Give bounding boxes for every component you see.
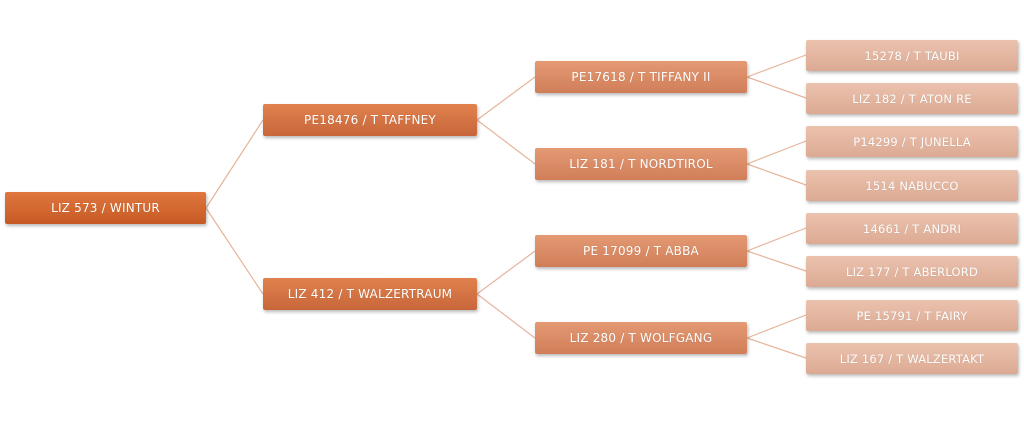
connector-line xyxy=(746,314,807,339)
great-grandparent-node: LIZ 167 / T WALZERTAKT xyxy=(806,343,1018,374)
grandparent-node: LIZ 280 / T WOLFGANG xyxy=(535,322,747,354)
great-grandparent-node: LIZ 182 / T ATON RE xyxy=(806,83,1018,114)
connector-line xyxy=(746,227,807,252)
grandparent-node: PE 17099 / T ABBA xyxy=(535,235,747,267)
connector-line xyxy=(746,54,807,78)
great-grandparent-node: PE 15791 / T FAIRY xyxy=(806,300,1018,331)
great-grandparent-node: 1514 NABUCCO xyxy=(806,170,1018,201)
parent-node: PE18476 / T TAFFNEY xyxy=(263,104,477,136)
connector-line xyxy=(476,293,536,339)
connector-line xyxy=(746,163,807,186)
great-grandparent-node: 15278 / T TAUBI xyxy=(806,40,1018,71)
connector-line xyxy=(746,140,807,165)
great-grandparent-node: LIZ 177 / T ABERLORD xyxy=(806,256,1018,287)
great-grandparent-node: P14299 / T JUNELLA xyxy=(806,126,1018,157)
grandparent-node: LIZ 181 / T NORDTIROL xyxy=(535,148,747,180)
connector-line xyxy=(476,250,536,295)
great-grandparent-node: 14661 / T ANDRI xyxy=(806,213,1018,244)
root-node: LIZ 573 / WINTUR xyxy=(5,192,206,224)
connector-line xyxy=(476,119,536,165)
connector-line xyxy=(205,207,264,295)
connector-line xyxy=(476,76,536,121)
connector-line xyxy=(205,119,264,209)
parent-node: LIZ 412 / T WALZERTRAUM xyxy=(263,278,477,310)
connector-line xyxy=(746,76,807,99)
connector-line xyxy=(746,337,807,359)
connector-line xyxy=(746,250,807,272)
grandparent-node: PE17618 / T TIFFANY II xyxy=(535,61,747,93)
